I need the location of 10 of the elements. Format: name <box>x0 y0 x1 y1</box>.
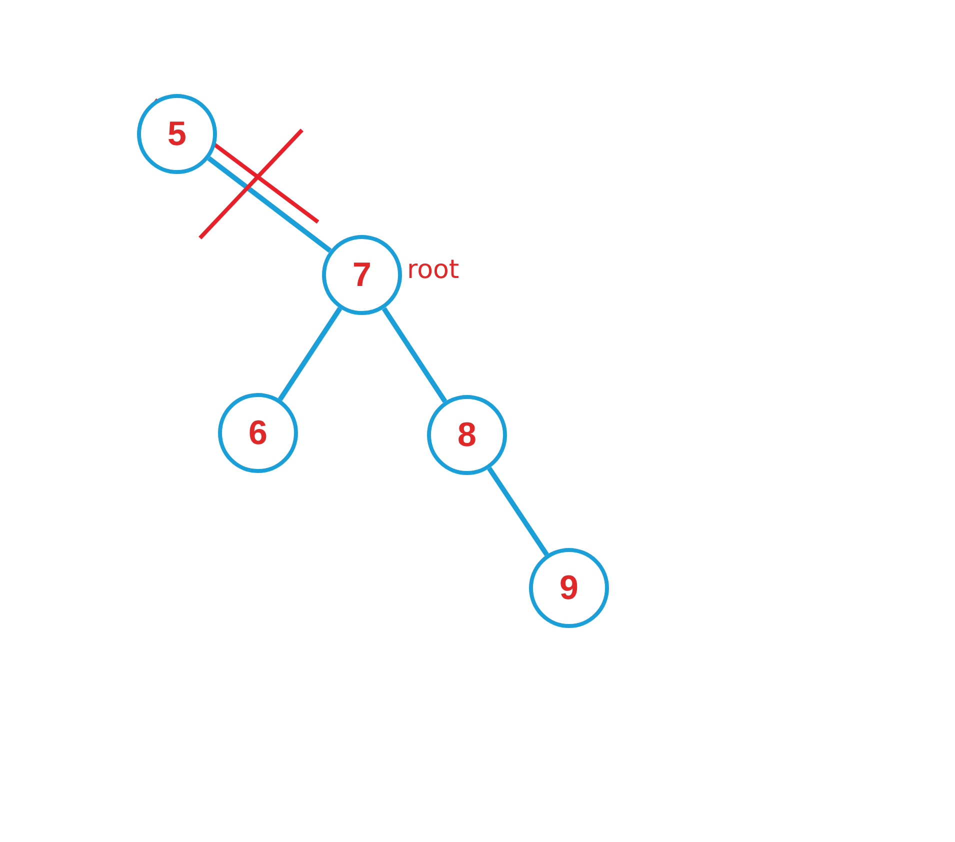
node-value: 8 <box>458 416 476 454</box>
node-value: 7 <box>352 256 372 294</box>
tree-edge <box>207 156 332 253</box>
node-value: 5 <box>168 114 186 154</box>
tree-edge <box>382 307 448 403</box>
node-annotation: root <box>407 255 460 285</box>
node-value: 6 <box>248 414 268 452</box>
tree-edge <box>278 307 342 401</box>
node-value: 9 <box>560 568 578 608</box>
tree-edge <box>487 466 549 556</box>
